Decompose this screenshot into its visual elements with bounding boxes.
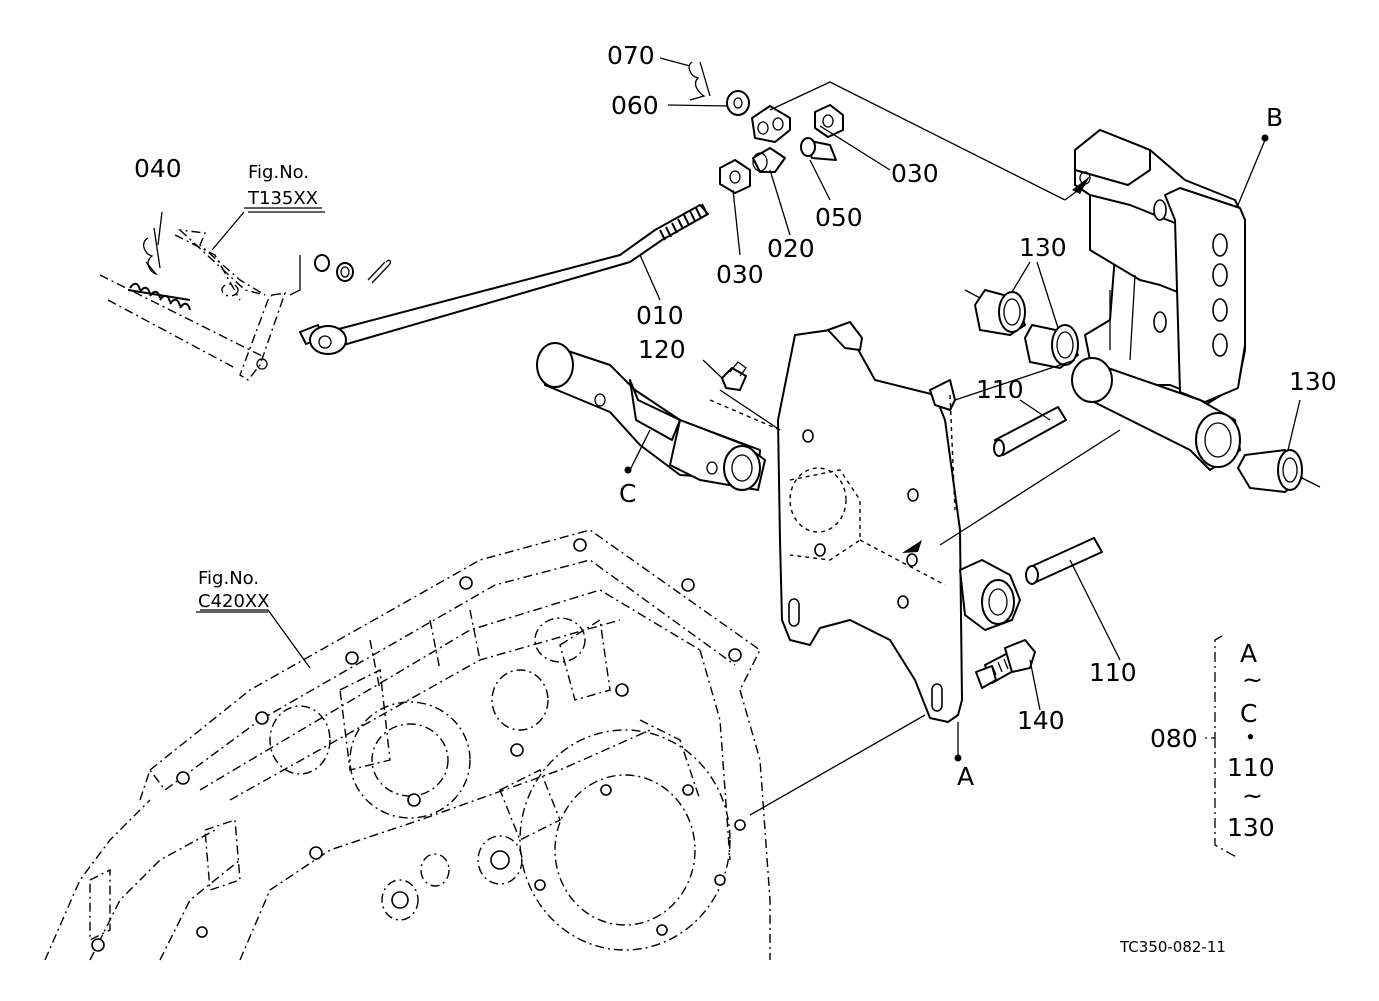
group-line-130: 130: [1227, 813, 1275, 842]
callout-080: 080: [1150, 724, 1198, 753]
callout-070: 070: [607, 41, 655, 70]
group-line-110: 110: [1227, 753, 1275, 782]
callout-140: 140: [1017, 706, 1065, 735]
group-line-tilde-2: ~: [1242, 781, 1263, 810]
fig-ref-prefix-t135: Fig.No.: [248, 162, 309, 183]
ref-point-a: A: [957, 762, 974, 791]
callout-130-right: 130: [1289, 367, 1337, 396]
fig-ref-number-t135: T135XX: [247, 188, 318, 209]
callout-120: 120: [638, 335, 686, 364]
fig-ref-number-c420: C420XX: [198, 591, 270, 612]
group-line-tilde-1: ~: [1242, 665, 1263, 694]
callout-020: 020: [767, 234, 815, 263]
small-hardware: [142, 61, 844, 391]
callout-030-upper: 030: [891, 159, 939, 188]
ref-point-b: B: [1266, 103, 1283, 132]
callout-050: 050: [815, 203, 863, 232]
callout-110-upper: 110: [976, 375, 1024, 404]
callout-labels: 070 060 040 030 050 020 030 010 120 130 …: [134, 41, 1337, 956]
cross-shaft-c: [536, 342, 851, 491]
group-line-c: C: [1240, 699, 1257, 728]
rod-010: [309, 203, 709, 355]
drawing-code: TC350-082-11: [1119, 938, 1226, 956]
group-line-a: A: [1240, 639, 1257, 668]
group-line-dot: ・: [1238, 723, 1263, 752]
pins-110: [993, 406, 1103, 585]
bracket-plate-a: [777, 321, 1021, 723]
ref-point-c: C: [619, 479, 636, 508]
transmission-case: [44, 529, 771, 961]
lift-arm-linkage: [99, 229, 392, 381]
leader-lines: [157, 57, 1301, 859]
lift-bracket-b: [1071, 129, 1246, 471]
callout-060: 060: [611, 91, 659, 120]
callout-110-lower: 110: [1089, 658, 1137, 687]
fig-ref-prefix-c420: Fig.No.: [198, 568, 259, 589]
callout-010: 010: [636, 301, 684, 330]
callout-130-upper: 130: [1019, 233, 1067, 262]
callout-040: 040: [134, 154, 182, 183]
callout-030-lower: 030: [716, 260, 764, 289]
bolt-140: [975, 639, 1036, 689]
assembly-group-080: A ~ C ・ 110 ~ 130: [1227, 639, 1275, 842]
